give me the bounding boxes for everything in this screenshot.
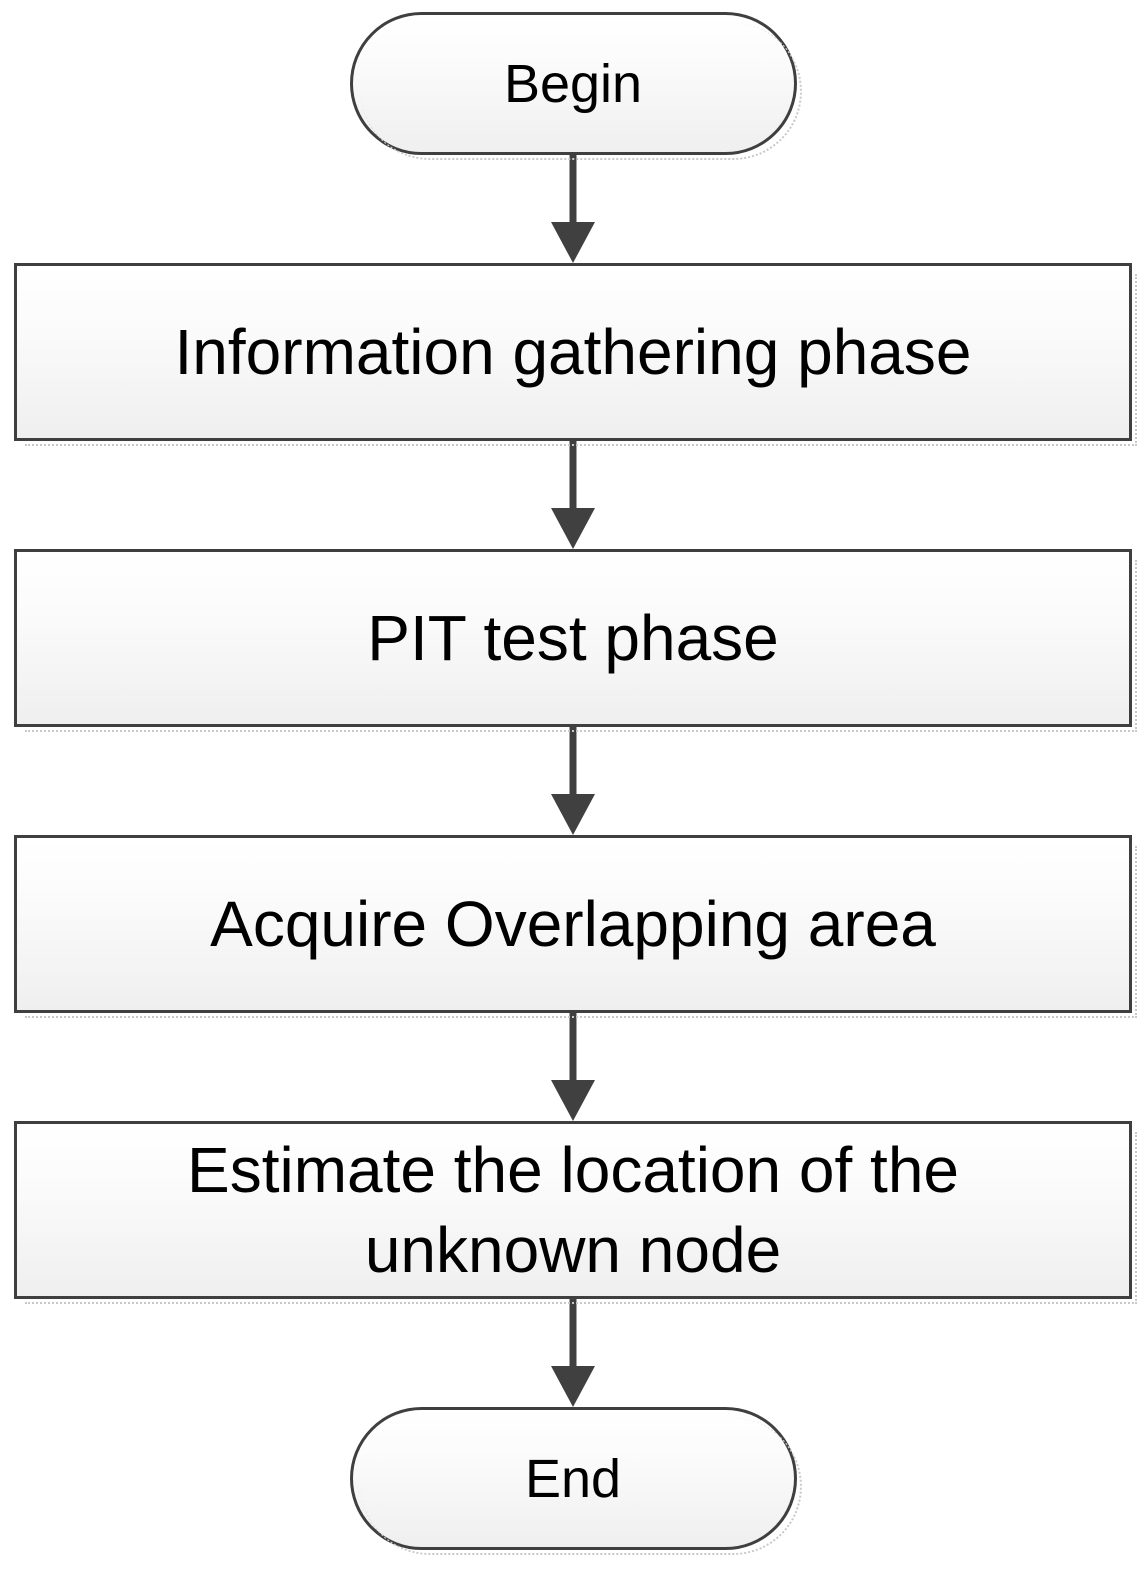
node-end-label: End (524, 1448, 622, 1509)
node-pit-test-phase-label: PIT test phase (367, 602, 779, 674)
node-pit-test-phase: PIT test phase (14, 549, 1137, 732)
flow-arrow-down-icon (551, 441, 595, 549)
node-begin-label: Begin (503, 53, 643, 114)
node-acquire-overlapping-area-label: Acquire Overlapping area (210, 888, 936, 960)
node-begin: Begin (349, 12, 802, 160)
node-estimate-location: Estimate the location of the unknown nod… (14, 1121, 1137, 1304)
node-information-gathering-phase: Information gathering phase (14, 263, 1137, 446)
node-information-gathering-phase-label: Information gathering phase (174, 316, 972, 388)
node-acquire-overlapping-area: Acquire Overlapping area (14, 835, 1137, 1018)
flow-arrow-down-icon (551, 727, 595, 835)
node-estimate-location-label: Estimate the location of the unknown nod… (187, 1134, 959, 1286)
flow-arrow-down-icon (551, 1013, 595, 1121)
flow-arrow-down-icon (551, 1299, 595, 1407)
flow-arrow-down-icon (551, 155, 595, 263)
node-end: End (349, 1407, 802, 1555)
